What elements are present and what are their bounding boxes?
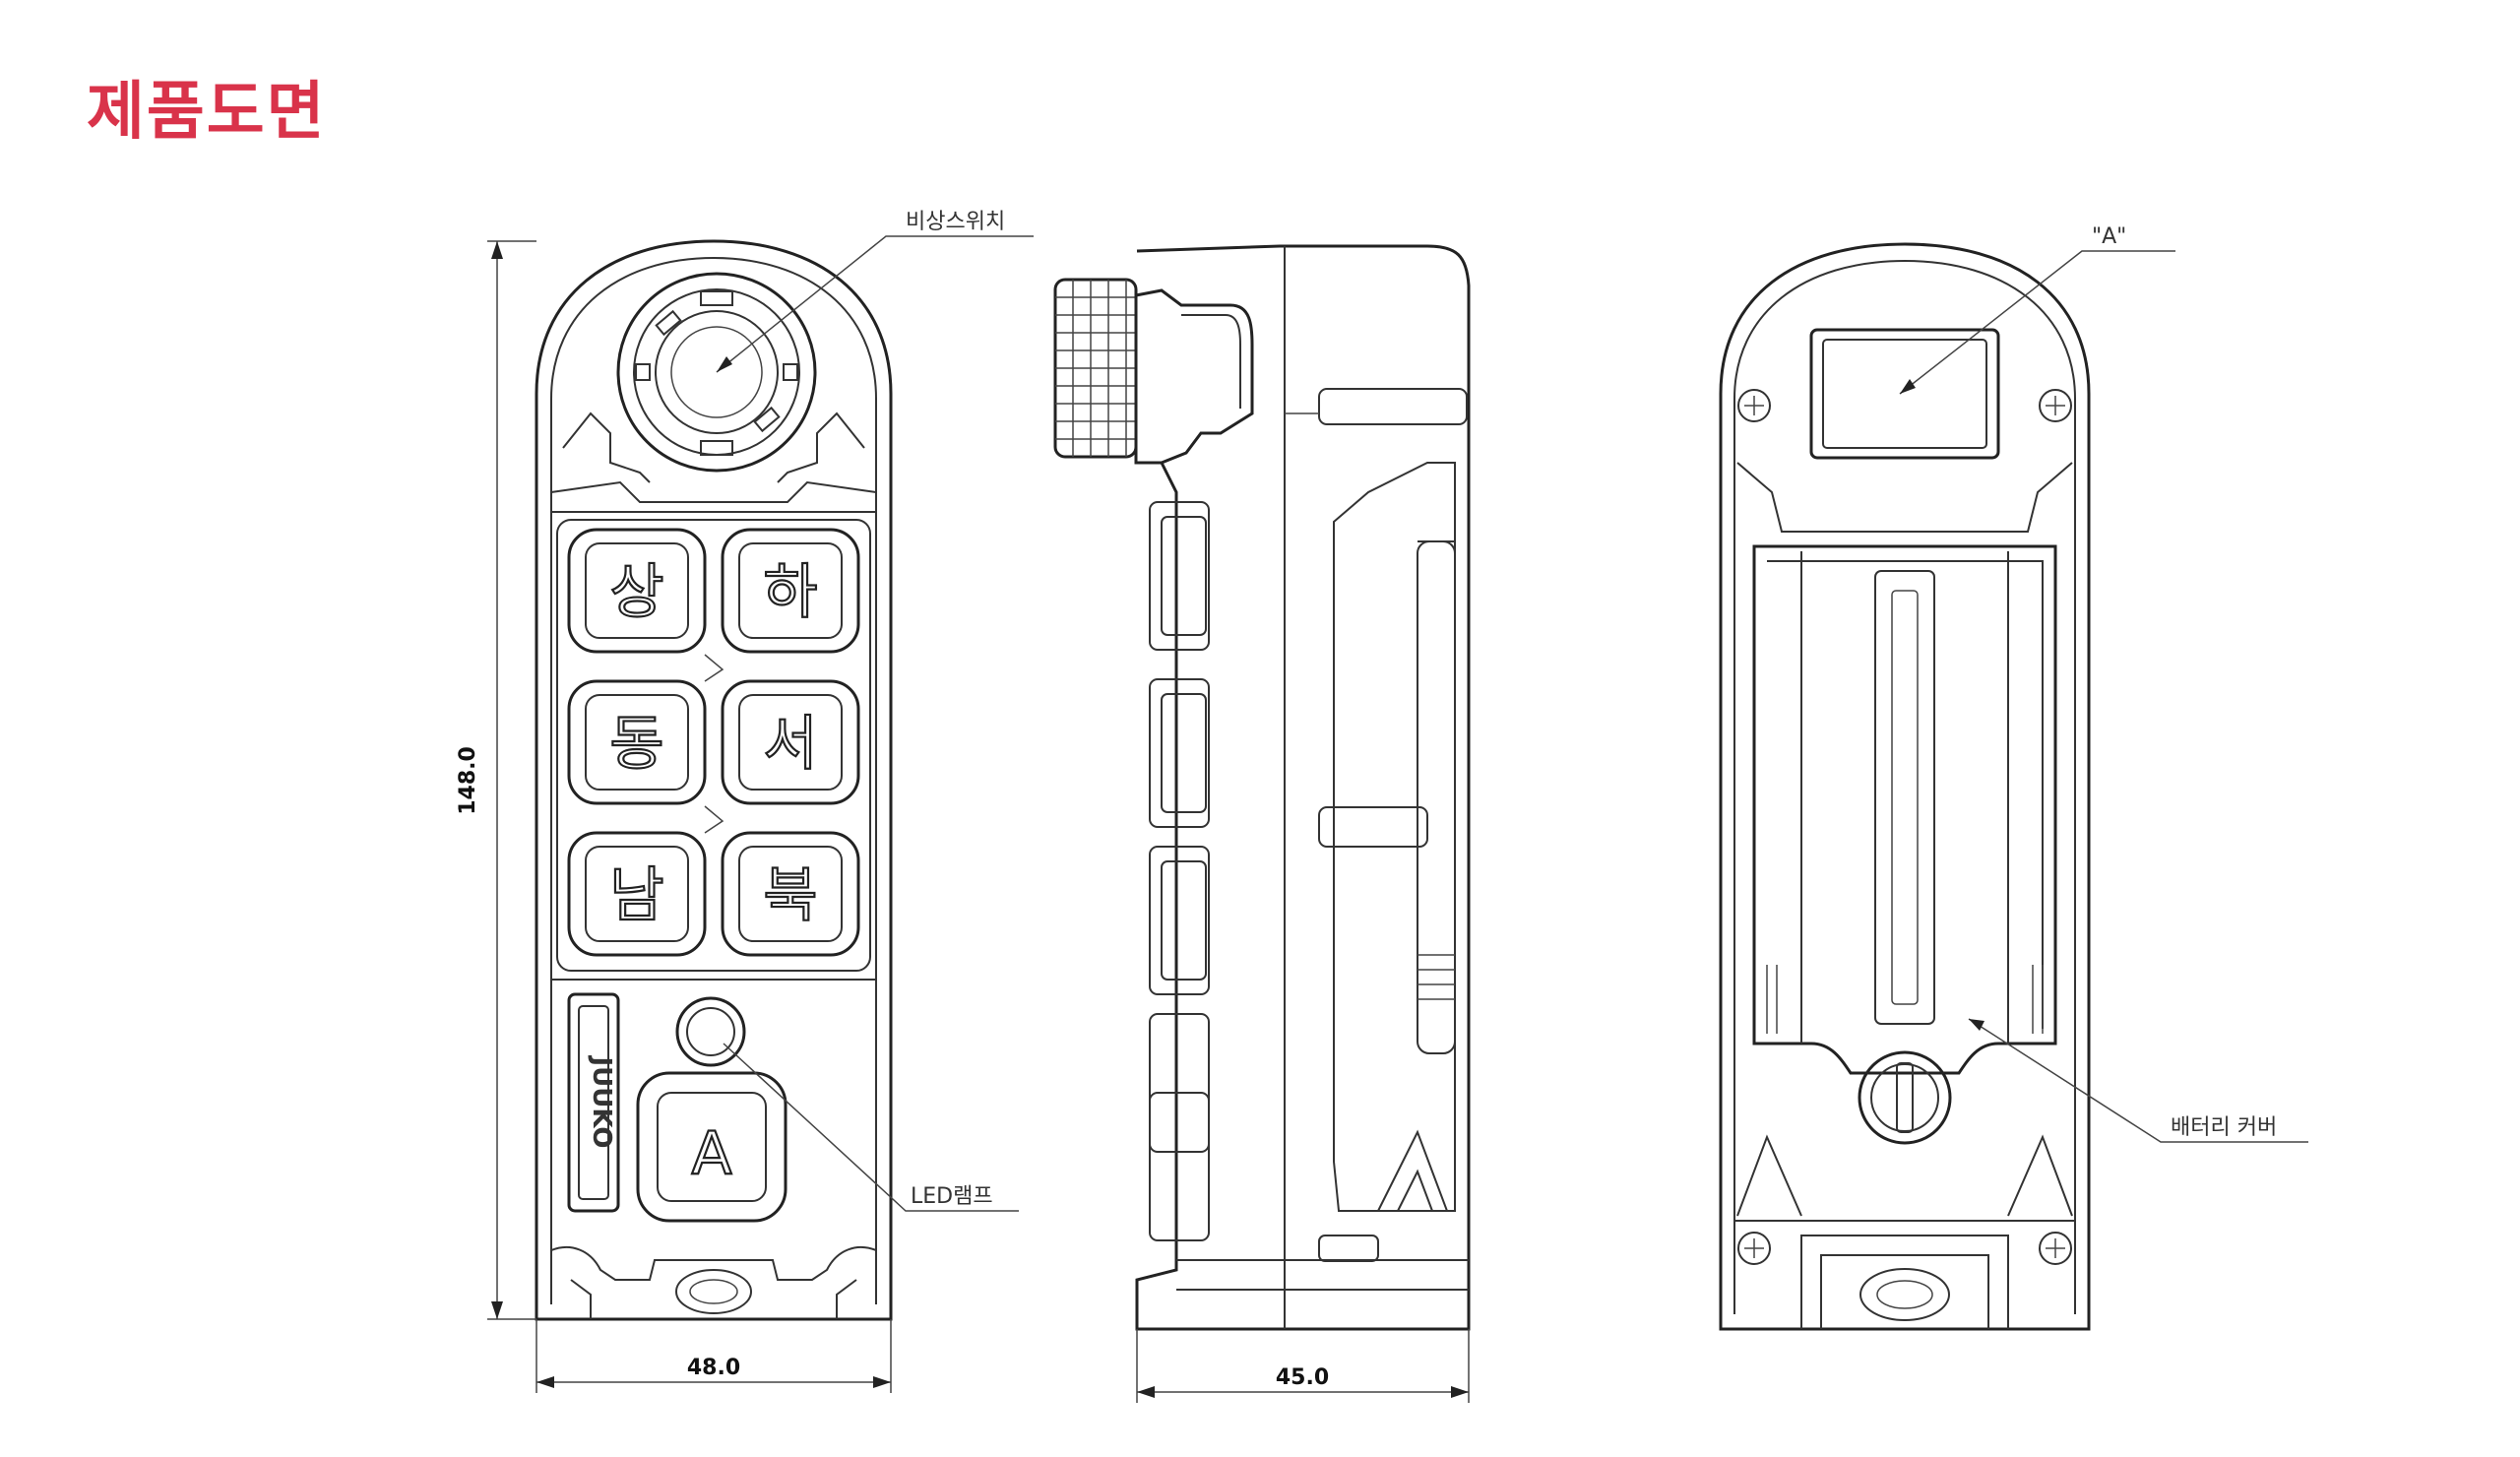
dim-width-label: 48.0 (687, 1356, 740, 1380)
key-label: 동 (609, 710, 663, 779)
callout-label-a: "A" (1899, 224, 2175, 395)
key-buk: 북 (721, 831, 860, 957)
callout-led-lamp: LED램프 (723, 1043, 1019, 1212)
key-label: A (691, 1119, 731, 1188)
page-title: 제품도면 (87, 76, 327, 149)
callout-emergency-switch-label: 비상스위치 (906, 210, 1005, 234)
battery-cover (1752, 544, 2057, 1075)
screw-icon (2039, 1232, 2072, 1265)
side-view (1053, 244, 1471, 1331)
callout-label-a-text: "A" (2092, 224, 2126, 249)
callout-led-lamp-label: LED램프 (911, 1184, 993, 1209)
key-label: 북 (763, 861, 817, 930)
callout-emergency-switch: 비상스위치 (716, 210, 1034, 373)
screw-icon (2039, 389, 2072, 422)
front-view: 상 하 동 서 남 북 (535, 239, 893, 1321)
screw-icon (1737, 389, 1771, 422)
emergency-switch-icon (616, 272, 817, 473)
key-ha: 하 (721, 528, 860, 654)
side-dimensions: 45.0 (1136, 1329, 1470, 1403)
callout-battery-cover-label: 배터리 커버 (2171, 1115, 2277, 1140)
screw-icon (1737, 1232, 1771, 1265)
key-label: 하 (763, 558, 817, 627)
key-label: 서 (763, 710, 817, 779)
brand-plate: JUUKO (567, 992, 620, 1213)
dim-depth-label: 45.0 (1276, 1365, 1329, 1390)
key-sang: 상 (567, 528, 707, 654)
dim-height-label: 148.0 (456, 746, 480, 815)
led-lamp-icon (675, 996, 746, 1067)
key-seo: 서 (721, 679, 860, 805)
key-label: 상 (609, 558, 663, 627)
brand-label: JUUKO (587, 1055, 616, 1149)
front-dimensions: 148.0 48.0 (456, 240, 892, 1393)
key-label: 남 (609, 861, 663, 930)
back-view (1719, 242, 2091, 1331)
key-a: A (636, 1071, 788, 1223)
battery-screw-icon (1858, 1050, 1952, 1145)
callout-battery-cover: 배터리 커버 (1968, 1018, 2308, 1143)
key-dong: 동 (567, 679, 707, 805)
key-nam: 남 (567, 831, 707, 957)
